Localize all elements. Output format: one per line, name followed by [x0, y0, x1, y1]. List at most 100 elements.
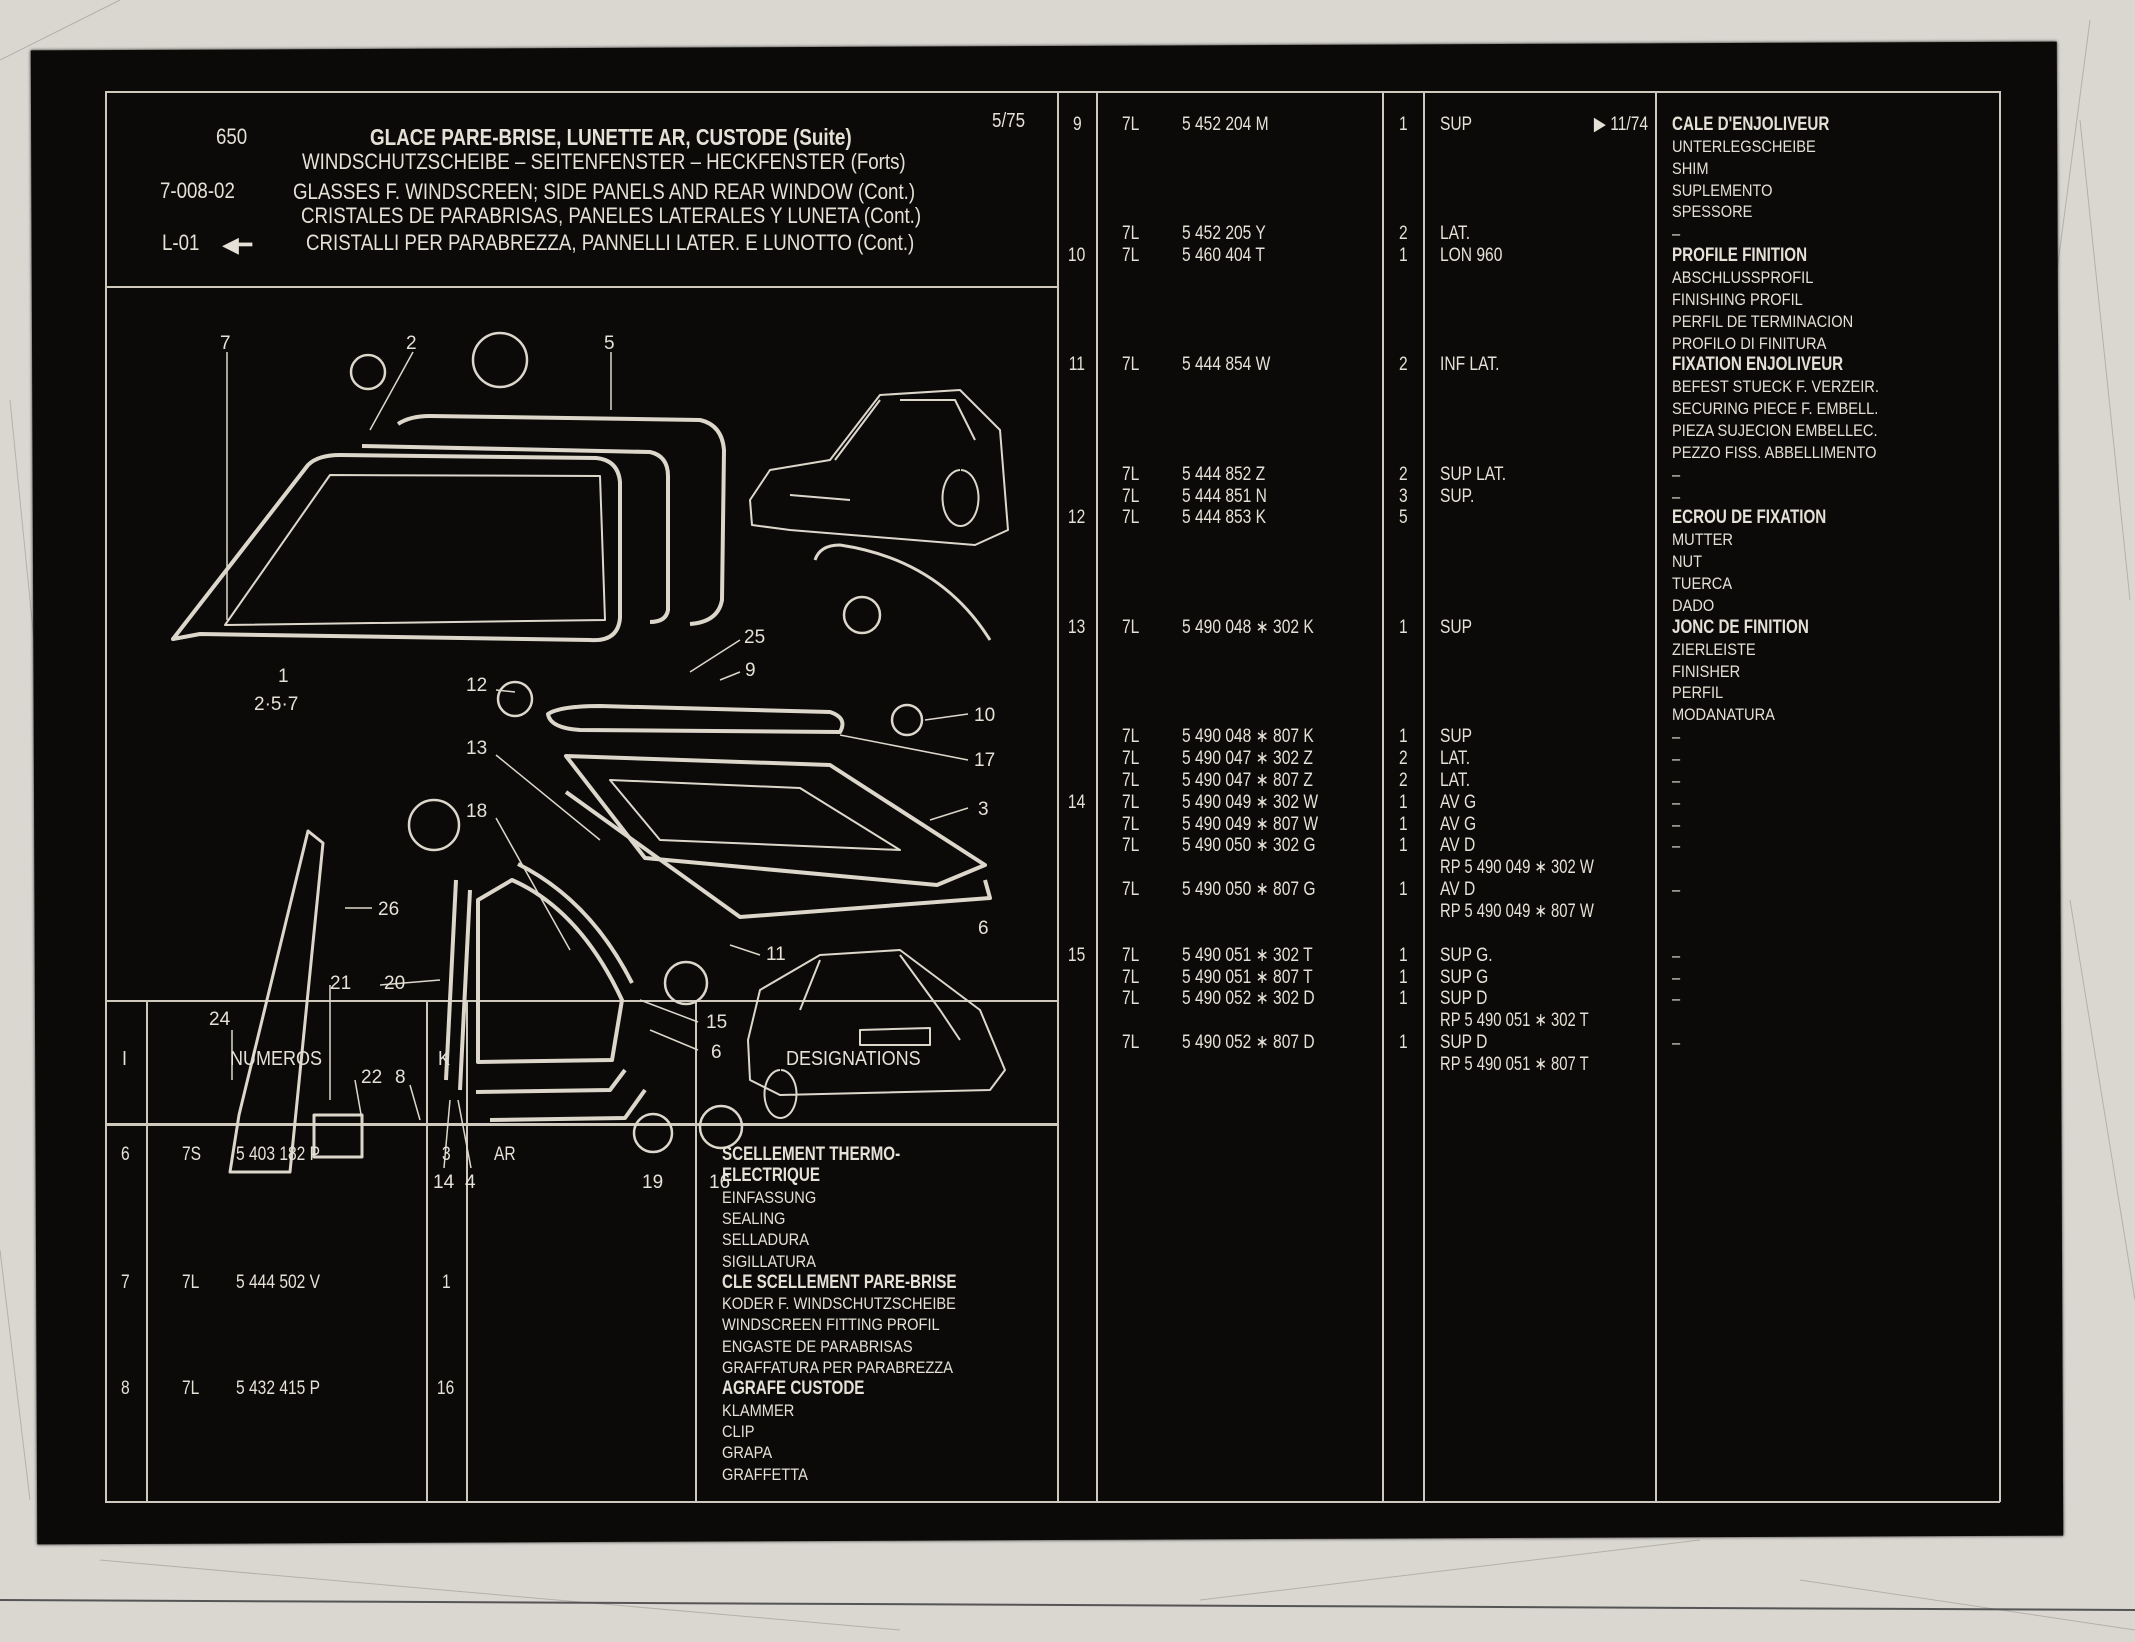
qty-text: 1	[1398, 966, 1408, 988]
table-row: SELLADURA	[0, 1229, 2135, 1251]
cell-designation: –	[1672, 988, 2002, 1011]
group-code: 650	[216, 124, 248, 149]
cell-number: 5 403 182 P	[236, 1144, 426, 1167]
cell-position: LON 960	[1440, 245, 1655, 268]
designation-text: PERFIL	[1672, 683, 1724, 703]
designation-text: KLAMMER	[722, 1400, 795, 1420]
designation-text: EINFASSUNG	[722, 1187, 817, 1207]
number-text: 5 490 051 ∗ 302 T	[1182, 944, 1313, 966]
table-row: RP 5 490 049 ∗ 302 W	[0, 857, 2135, 879]
designation-text: KODER F. WINDSCHUTZSCHEIBE	[722, 1294, 956, 1314]
cell-number: 5 452 204 M	[1182, 114, 1382, 137]
cell-designation: SCELLEMENT THERMO-	[722, 1144, 1052, 1167]
cell-qty: 2	[1383, 748, 1423, 771]
table-row: PERFIL	[0, 682, 2135, 704]
cell-designation: SHIM	[1672, 158, 2002, 181]
number-text: 5 460 404 T	[1182, 245, 1265, 267]
qty-text: 1	[1398, 835, 1408, 857]
cell-prefix: 7L	[1122, 245, 1172, 268]
designation-text: ABSCHLUSSPROFIL	[1672, 268, 1814, 288]
cell-designation: –	[1672, 879, 2002, 902]
table-row: ELECTRIQUE	[0, 1165, 2135, 1187]
cell-designation: GRAPA	[722, 1442, 1052, 1465]
cell-designation: FIXATION ENJOLIVEUR	[1672, 354, 2002, 377]
item-text: 6	[121, 1144, 130, 1165]
cell-designation: DADO	[1672, 595, 2002, 618]
designation-text: MUTTER	[1672, 530, 1733, 550]
cell-position: RP 5 490 049 ∗ 807 W	[1440, 901, 1655, 924]
number-text: 5 490 050 ∗ 302 G	[1182, 835, 1316, 857]
number-text: 5 490 049 ∗ 807 W	[1182, 813, 1319, 835]
cell-position: SUP LAT.	[1440, 464, 1655, 487]
designation-text: UNTERLEGSCHEIBE	[1672, 136, 1816, 156]
table-row: RP 5 490 049 ∗ 807 W	[0, 901, 2135, 923]
table-row: EINFASSUNG	[0, 1187, 2135, 1209]
designation-text: ZIERLEISTE	[1672, 639, 1756, 659]
prefix-text: 7S	[182, 1144, 202, 1165]
qty-text: 2	[1398, 354, 1408, 376]
qty-text: 2	[1398, 747, 1408, 769]
table-row: GRAPA	[0, 1442, 2135, 1464]
cell-position: SUP	[1440, 617, 1655, 640]
position-text: SUP	[1440, 616, 1473, 638]
cell-number: 5 490 047 ∗ 807 Z	[1182, 770, 1382, 793]
qty-text: 1	[441, 1271, 451, 1293]
cell-designation: FINISHING PROFIL	[1672, 289, 2002, 312]
cell-designation: ECROU DE FIXATION	[1672, 507, 2002, 530]
designation-text: –	[1672, 880, 1681, 900]
cell-designation: FINISHER	[1672, 661, 2002, 684]
note-text: ▶ 11/74	[1593, 114, 1648, 135]
table-row: GRAFFETTA	[0, 1464, 2135, 1486]
cell-position: SUP	[1440, 114, 1655, 137]
cell-number: 5 490 052 ∗ 302 D	[1182, 988, 1382, 1011]
cell-prefix: 7L	[1122, 223, 1172, 246]
cell-item: 15	[1058, 945, 1096, 968]
designation-text: GRAPA	[722, 1443, 773, 1463]
position-text: AV D	[1440, 879, 1476, 901]
table-row: SECURING PIECE F. EMBELL.	[0, 398, 2135, 420]
cell-designation: –	[1672, 223, 2002, 246]
cell-qty: 3	[1383, 486, 1423, 509]
link-code: L-01	[162, 230, 200, 255]
cell-designation: –	[1672, 967, 2002, 990]
cell-qty: 1	[1383, 835, 1423, 858]
designation-text: MODANATURA	[1672, 705, 1775, 725]
column-header-numbers: NUMEROS	[230, 1048, 323, 1070]
qty-text: 5	[1398, 507, 1408, 529]
prefix-text: 7L	[1122, 507, 1140, 529]
designation-text: SPESSORE	[1672, 202, 1753, 222]
position-text: AV D	[1440, 835, 1476, 857]
qty-text: 1	[1398, 114, 1408, 135]
cell-designation: ELECTRIQUE	[722, 1165, 1052, 1188]
cell-designation: SECURING PIECE F. EMBELL.	[1672, 398, 2002, 421]
cell-designation: KLAMMER	[722, 1400, 1052, 1423]
cell-designation: –	[1672, 770, 2002, 793]
cell-designation: EINFASSUNG	[722, 1187, 1052, 1210]
cell-position: LAT.	[1440, 748, 1655, 771]
cell-prefix: 7L	[1122, 988, 1172, 1011]
designation-text: SECURING PIECE F. EMBELL.	[1672, 399, 1879, 419]
prefix-text: 7L	[1122, 813, 1140, 835]
designation-text: PROFILO DI FINITURA	[1672, 333, 1827, 353]
number-text: 5 444 502 V	[236, 1271, 321, 1293]
number-text: 5 444 852 Z	[1182, 463, 1266, 485]
cell-prefix: 7L	[1122, 1032, 1172, 1055]
cell-item: 9	[1058, 114, 1096, 137]
designation-text: –	[1672, 836, 1681, 856]
cell-position: SUP	[1440, 726, 1655, 749]
table-row: SHIM	[0, 158, 2135, 180]
cell-prefix: 7L	[1122, 464, 1172, 487]
designation-text: –	[1672, 989, 1681, 1009]
cell-position: LAT.	[1440, 223, 1655, 246]
cell-number: 5 444 852 Z	[1182, 464, 1382, 487]
cell-item: 6	[105, 1144, 146, 1167]
cell-designation: –	[1672, 748, 2002, 771]
cell-designation: PERFIL DE TERMINACION	[1672, 311, 2002, 334]
designation-text: PEZZO FISS. ABBELLIMENTO	[1672, 442, 1877, 462]
